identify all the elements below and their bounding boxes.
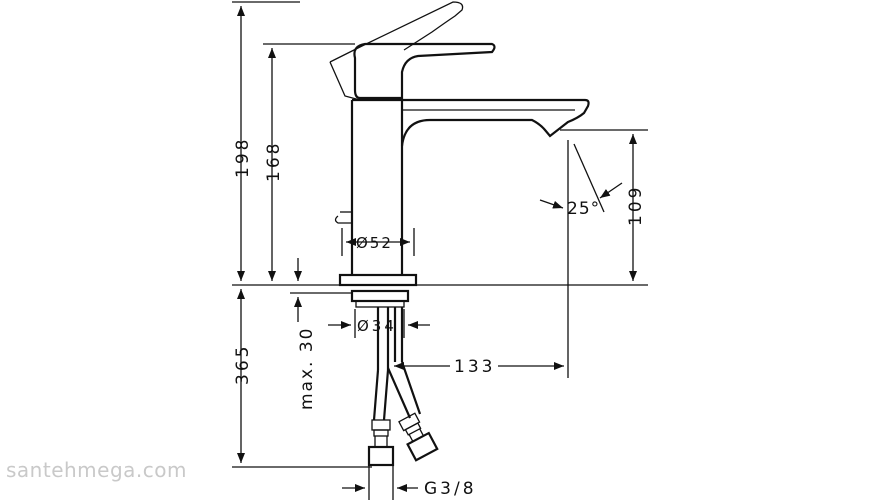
dimension-spout-angle: 25° <box>539 143 623 219</box>
faucet-body <box>329 1 590 287</box>
dimension-tap-height: 168 <box>263 43 355 281</box>
dimension-shank-diameter: Ø34 <box>328 309 430 338</box>
watermark: santehmega.com <box>6 458 187 482</box>
dimension-below-deck: 365 <box>232 289 372 468</box>
label-133: 133 <box>454 357 495 377</box>
dimension-thread: G3/8 <box>342 465 477 500</box>
label-d34: Ø34 <box>357 317 397 335</box>
label-25deg: 25° <box>567 199 600 219</box>
label-max-30: max. 30 <box>297 327 317 410</box>
dimension-body-diameter: Ø52 <box>341 228 415 256</box>
label-109: 109 <box>626 185 646 226</box>
label-168: 168 <box>264 141 284 182</box>
under-deck-assembly <box>350 289 439 467</box>
label-g38: G3/8 <box>424 479 477 499</box>
dimension-total-height: 198 <box>232 1 300 281</box>
dimension-spout-reach: 133 <box>394 140 569 378</box>
dimension-max-thickness: max. 30 <box>290 258 352 410</box>
label-198: 198 <box>233 137 253 178</box>
dimension-spout-height: 109 <box>560 129 648 281</box>
label-d52: Ø52 <box>356 234 393 252</box>
label-365: 365 <box>233 344 253 385</box>
